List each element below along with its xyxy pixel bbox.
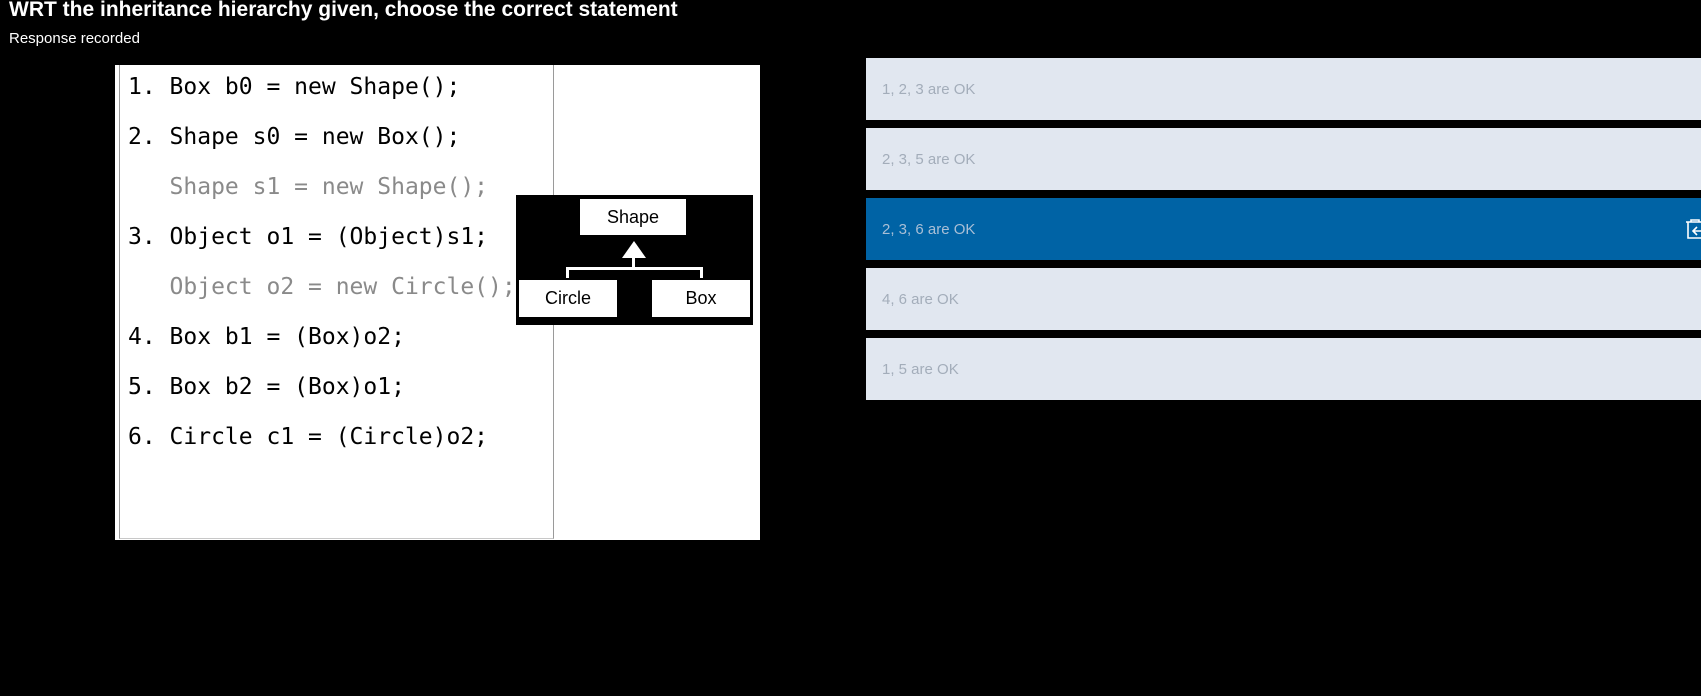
answer-option-label: 2, 3, 6 are OK bbox=[882, 220, 976, 238]
response-status: Response recorded bbox=[9, 30, 140, 47]
code-line: 5. Box b2 = (Box)o1; bbox=[128, 374, 405, 400]
answer-option-label: 1, 5 are OK bbox=[882, 360, 959, 378]
diagram-connector bbox=[632, 257, 635, 269]
question-figure: 1. Box b0 = new Shape(); 2. Shape s0 = n… bbox=[115, 65, 760, 540]
answer-option[interactable]: 1, 2, 3 are OK bbox=[866, 58, 1701, 120]
diagram-node-box: Box bbox=[650, 278, 752, 319]
clear-response-icon[interactable] bbox=[1683, 218, 1701, 240]
code-line: Object o2 = new Circle(); bbox=[128, 274, 516, 300]
inheritance-diagram: Shape Circle Box bbox=[516, 195, 753, 325]
diagram-node-shape: Shape bbox=[578, 197, 688, 237]
diagram-node-circle: Circle bbox=[517, 278, 619, 319]
diagram-connector bbox=[700, 267, 703, 279]
code-line: 1. Box b0 = new Shape(); bbox=[128, 74, 461, 100]
diagram-connector bbox=[566, 267, 569, 279]
code-line: 2. Shape s0 = new Box(); bbox=[128, 124, 461, 150]
code-line: Shape s1 = new Shape(); bbox=[128, 174, 489, 200]
answer-option[interactable]: 4, 6 are OK bbox=[866, 268, 1701, 330]
answer-option[interactable]: 2, 3, 5 are OK bbox=[866, 128, 1701, 190]
answer-option[interactable]: 1, 5 are OK bbox=[866, 338, 1701, 400]
code-line: 6. Circle c1 = (Circle)o2; bbox=[128, 424, 489, 450]
answer-option-label: 2, 3, 5 are OK bbox=[882, 150, 976, 168]
code-line: 3. Object o1 = (Object)s1; bbox=[128, 224, 489, 250]
inheritance-arrowhead bbox=[622, 241, 646, 258]
answer-option-label: 1, 2, 3 are OK bbox=[882, 80, 976, 98]
code-line: 4. Box b1 = (Box)o2; bbox=[128, 324, 405, 350]
question-title: WRT the inheritance hierarchy given, cho… bbox=[9, 0, 678, 21]
answer-option-selected[interactable]: 2, 3, 6 are OK bbox=[866, 198, 1701, 260]
diagram-connector bbox=[566, 267, 703, 270]
code-listing: 1. Box b0 = new Shape(); 2. Shape s0 = n… bbox=[119, 65, 554, 539]
answer-option-label: 4, 6 are OK bbox=[882, 290, 959, 308]
